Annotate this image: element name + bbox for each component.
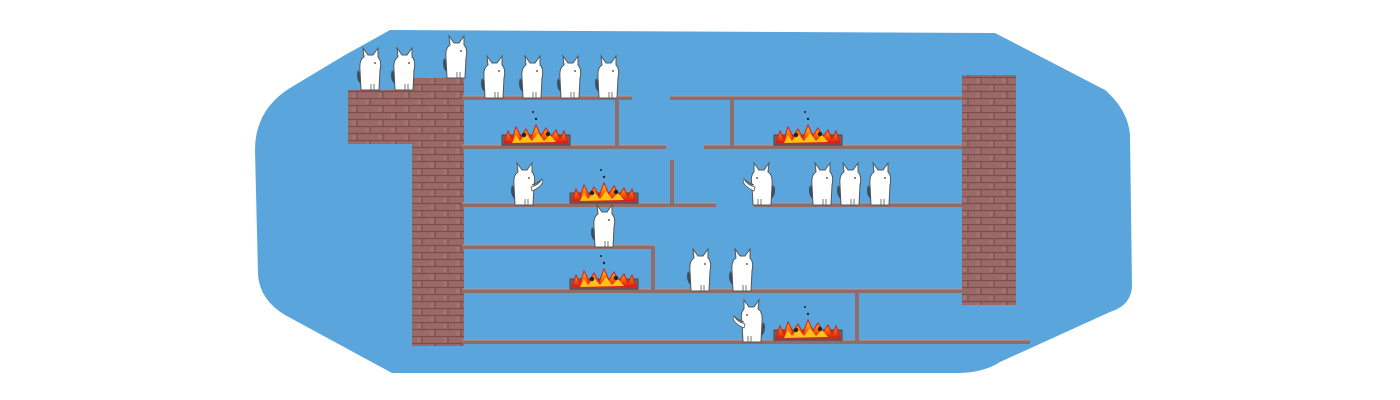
cat-8 — [511, 161, 544, 206]
platform-ledge — [462, 289, 962, 293]
platform-ledge — [462, 145, 666, 149]
platform-ledge — [462, 245, 654, 249]
support-post — [670, 160, 674, 205]
left-upper-brick-block — [348, 90, 414, 144]
cat-5 — [519, 54, 544, 99]
support-post — [730, 98, 734, 147]
cat-11 — [837, 161, 862, 206]
cat-4 — [481, 54, 506, 99]
cat-2 — [391, 46, 416, 91]
cat-6 — [557, 54, 582, 99]
fire-pit-4 — [773, 111, 843, 146]
support-post — [651, 247, 655, 291]
left-brick-column — [412, 78, 464, 346]
platform-ledge — [462, 203, 716, 207]
fire-pit-2 — [569, 169, 639, 204]
sky-background — [255, 30, 1132, 373]
cat-15 — [729, 247, 754, 292]
platform-ledge — [670, 96, 962, 100]
fire-pit-3 — [569, 255, 639, 290]
cat-10 — [809, 161, 834, 206]
fire-pit-5 — [773, 306, 843, 341]
cat-7 — [595, 54, 620, 99]
platform-ledge — [704, 145, 962, 149]
brick-walls — [348, 75, 1016, 346]
cat-16 — [732, 298, 765, 343]
support-post — [855, 291, 859, 342]
cat-3 — [443, 34, 468, 79]
cats — [357, 34, 892, 343]
support-post — [615, 98, 619, 147]
fire-pit-1 — [501, 111, 571, 146]
right-brick-column — [962, 75, 1016, 305]
cat-9 — [742, 161, 775, 206]
cat-14 — [687, 247, 712, 292]
cat-13 — [591, 203, 616, 248]
cat-1 — [357, 46, 382, 91]
cat-12 — [867, 161, 892, 206]
platform-ledge — [462, 96, 632, 100]
fire-pits — [501, 111, 843, 341]
